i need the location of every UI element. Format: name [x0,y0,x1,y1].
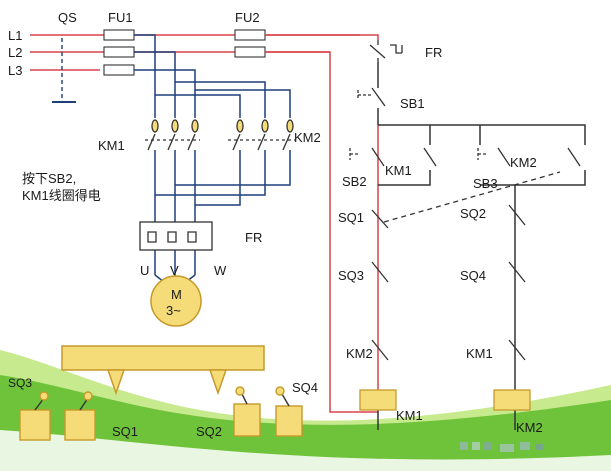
km2-interlock-label: KM2 [346,346,373,361]
sb2-start-button [349,147,385,167]
sq2-field-label: SQ2 [196,424,222,439]
sq3-field-switch [19,391,51,441]
sb3-label: SB3 [473,176,498,191]
km2-coil-label: KM2 [516,420,543,435]
sq1-ctrl-label: SQ1 [338,210,364,225]
qs-label: QS [58,10,77,25]
km1-coil [359,389,397,411]
fu2-fuses [234,29,266,58]
fu2-label: FU2 [235,10,260,25]
note-line-1: 按下SB2, [22,171,76,186]
sb2-label: SB2 [342,174,367,189]
sq4-field-switch [275,386,303,437]
fu1-fuses [103,29,135,76]
sb3-start-button [383,147,561,223]
sq1-contact [371,209,389,229]
terminal-u-label: U [140,263,149,278]
fr-control-contact [369,40,403,62]
km2-coil [493,389,531,411]
sq2-field-switch [233,386,261,437]
main-circuit-wiring [134,34,291,286]
terminal-w-label: W [214,263,227,278]
km2-main-label: KM2 [294,130,321,145]
fu1-label: FU1 [108,10,133,25]
km2-aux-contact [567,147,581,167]
fr-main-label: FR [245,230,262,245]
sq1-field-label: SQ1 [112,424,138,439]
km1-aux-label: KM1 [385,163,412,178]
background-ground [0,350,611,471]
sq2-contact [508,204,526,226]
km2-interlock-contact [371,339,389,361]
line-label-l2: L2 [8,45,22,60]
sq3-field-label: SQ3 [8,376,32,390]
km1-aux-contact [423,147,437,167]
km1-interlock-label: KM1 [466,346,493,361]
line-label-l1: L1 [8,28,22,43]
qs-switch [52,38,76,103]
fr-control-label: FR [425,45,442,60]
km1-interlock-contact [508,339,526,361]
km2-aux-label: KM2 [510,155,537,170]
sq1-field-switch [64,391,96,441]
sq4-field-label: SQ4 [292,380,318,395]
note-line-2: KM1线圈得电 [22,188,101,203]
sq3-ctrl-label: SQ3 [338,268,364,283]
line-label-l3: L3 [8,63,22,78]
sb1-label: SB1 [400,96,425,111]
control-circuit-wiring [265,34,586,430]
km1-coil-label: KM1 [396,408,423,423]
sq4-ctrl-label: SQ4 [460,268,486,283]
watermark-blur [460,442,543,452]
sb1-stop-button [357,87,386,107]
terminal-v-label: V [170,263,179,278]
motor-m-label: M [171,287,182,302]
sq3-contact [371,261,389,283]
worktable [61,345,265,396]
km2-main-contacts [228,119,295,151]
sq4-contact [508,261,526,283]
sq2-ctrl-label: SQ2 [460,206,486,221]
fr-thermal-element [139,221,213,251]
km1-main-contacts [145,119,200,151]
motor-phase-label: 3~ [166,303,181,318]
motor-circle [150,275,202,327]
km1-main-label: KM1 [98,138,125,153]
